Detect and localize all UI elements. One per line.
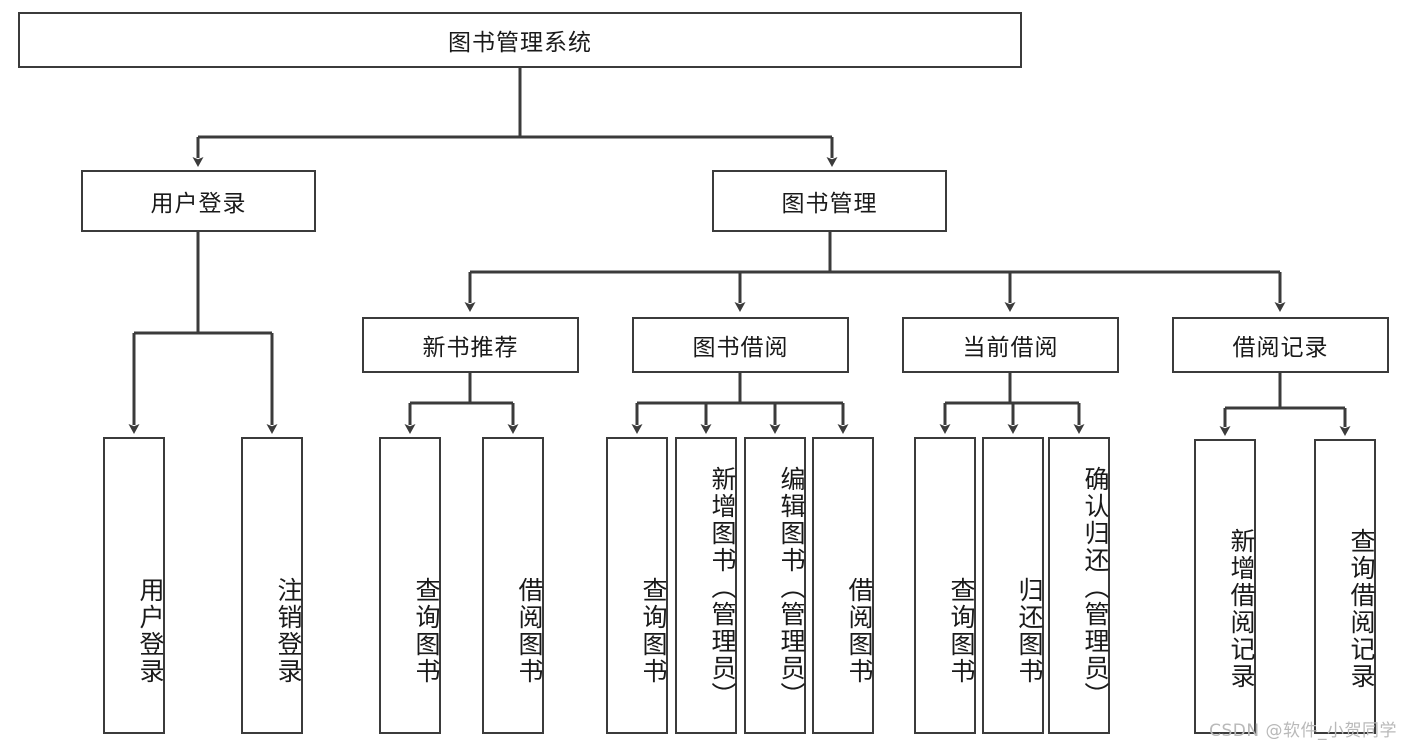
- node-leaf-borrow-book-2-label: 借阅图书: [845, 576, 874, 685]
- node-leaf-query-book-3[interactable]: 查询图书: [914, 437, 976, 734]
- node-leaf-query-book-2-label: 查询图书: [639, 576, 668, 685]
- node-leaf-borrow-book-2[interactable]: 借阅图书: [812, 437, 874, 734]
- node-leaf-edit-book[interactable]: 编辑图书（管理员）: [744, 437, 806, 734]
- node-leaf-query-book-3-label: 查询图书: [947, 576, 976, 685]
- node-leaf-query-book-1-label: 查询图书: [412, 576, 441, 685]
- node-leaf-return-book-label: 归还图书: [1015, 576, 1044, 685]
- node-user-login[interactable]: 用户登录: [81, 170, 316, 232]
- node-leaf-query-record-label: 查询借阅记录: [1347, 527, 1376, 690]
- node-book-borrow-label: 图书借阅: [692, 335, 789, 361]
- node-leaf-query-book-2[interactable]: 查询图书: [606, 437, 668, 734]
- node-borrow-record[interactable]: 借阅记录: [1172, 317, 1389, 373]
- node-leaf-add-record[interactable]: 新增借阅记录: [1194, 439, 1256, 734]
- node-leaf-query-book-1[interactable]: 查询图书: [379, 437, 441, 734]
- node-leaf-user-login[interactable]: 用户登录: [103, 437, 165, 734]
- node-current-borrow[interactable]: 当前借阅: [902, 317, 1119, 373]
- node-leaf-return-book[interactable]: 归还图书: [982, 437, 1044, 734]
- node-leaf-borrow-book-1[interactable]: 借阅图书: [482, 437, 544, 734]
- node-book-manage[interactable]: 图书管理: [712, 170, 947, 232]
- node-leaf-confirm-return-label: 确认归还（管理员）: [1081, 466, 1110, 709]
- node-new-book-rec-label: 新书推荐: [422, 335, 519, 361]
- node-leaf-add-record-label: 新增借阅记录: [1227, 527, 1256, 690]
- node-root-label: 图书管理系统: [448, 30, 592, 56]
- node-leaf-confirm-return[interactable]: 确认归还（管理员）: [1048, 437, 1110, 734]
- node-leaf-user-logout[interactable]: 注销登录: [241, 437, 303, 734]
- node-book-manage-label: 图书管理: [781, 191, 878, 217]
- node-leaf-add-book[interactable]: 新增图书（管理员）: [675, 437, 737, 734]
- node-book-borrow[interactable]: 图书借阅: [632, 317, 849, 373]
- node-leaf-add-book-label: 新增图书（管理员）: [708, 466, 737, 709]
- node-user-login-label: 用户登录: [150, 191, 247, 217]
- node-leaf-borrow-book-1-label: 借阅图书: [515, 576, 544, 685]
- node-current-borrow-label: 当前借阅: [962, 335, 1059, 361]
- node-borrow-record-label: 借阅记录: [1232, 335, 1329, 361]
- node-new-book-rec[interactable]: 新书推荐: [362, 317, 579, 373]
- node-root[interactable]: 图书管理系统: [18, 12, 1022, 68]
- watermark: CSDN @软件_小贺同学: [1209, 721, 1397, 741]
- node-leaf-query-record[interactable]: 查询借阅记录: [1314, 439, 1376, 734]
- node-leaf-user-login-label: 用户登录: [136, 576, 165, 685]
- node-leaf-edit-book-label: 编辑图书（管理员）: [777, 466, 806, 709]
- node-leaf-user-logout-label: 注销登录: [274, 576, 303, 685]
